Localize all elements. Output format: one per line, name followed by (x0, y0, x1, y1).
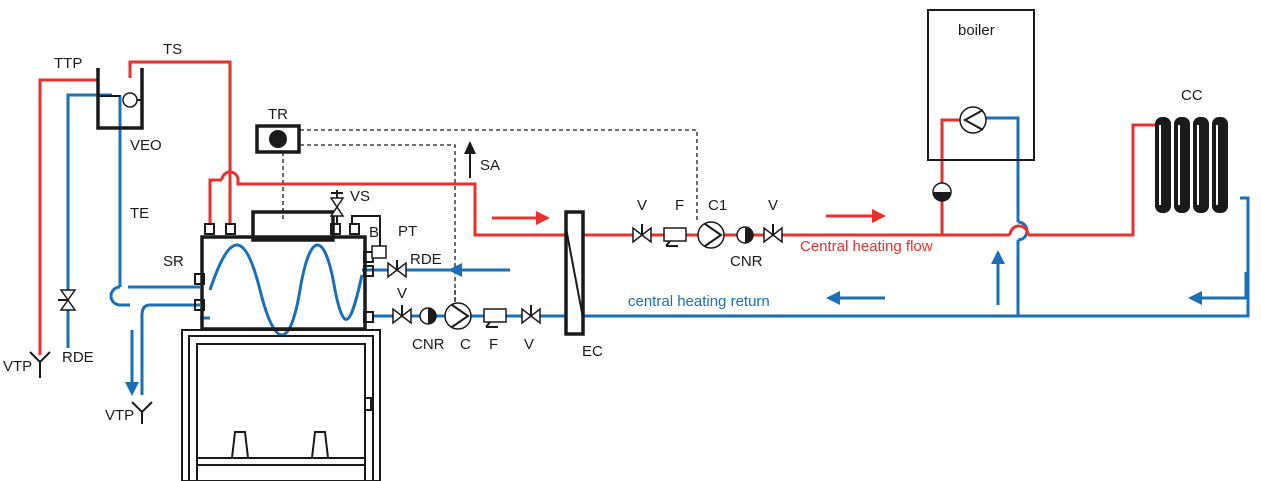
radiator-cc (1155, 117, 1228, 213)
upper-circuit-components (632, 221, 783, 249)
label-rde-right: RDE (410, 251, 442, 268)
label-v-lower: V (397, 285, 407, 302)
label-cnr-upper: CNR (730, 253, 763, 270)
valve-rde-right (387, 260, 407, 279)
label-ttp: TTP (54, 55, 82, 72)
safety-valve-vs (329, 190, 387, 259)
label-vtp-left: VTP (3, 358, 32, 375)
label-sr: SR (163, 253, 184, 270)
label-veo: VEO (130, 137, 162, 154)
thermo-fireplace-tank (194, 210, 374, 331)
lower-circuit-components (392, 302, 541, 330)
label-cnr-lower: CNR (412, 336, 445, 353)
label-f-upper: F (675, 197, 684, 214)
valve-rde-left (58, 289, 77, 311)
return-pipes (66, 93, 1250, 395)
label-vtp-bottom: VTP (105, 407, 134, 424)
labels: TTP TS VEO TE TR SA VS B PT RDE SR V CNR… (3, 22, 1203, 424)
label-pt: PT (398, 223, 417, 240)
heat-exchanger-ec (564, 210, 585, 336)
label-c-lower: C (460, 336, 471, 353)
label-v-upper2: V (768, 197, 778, 214)
open-expansion-vessel (96, 68, 144, 130)
label-vs: VS (350, 188, 370, 205)
vtp-drain-bottom (131, 401, 153, 424)
label-central-heating-flow: Central heating flow (800, 238, 933, 255)
label-sa: SA (480, 157, 500, 174)
label-cc: CC (1181, 87, 1203, 104)
vtp-drain-left (29, 351, 51, 378)
label-central-heating-return: central heating return (628, 293, 770, 310)
label-tr: TR (268, 106, 288, 123)
label-c1: C1 (708, 197, 727, 214)
label-boiler: boiler (958, 22, 995, 39)
label-b: B (369, 224, 379, 241)
label-te: TE (130, 205, 149, 222)
flow-pipes (38, 60, 1155, 355)
label-ec: EC (582, 343, 603, 360)
label-rde-left: RDE (62, 349, 94, 366)
boiler (927, 9, 1035, 202)
fireplace (181, 329, 381, 481)
label-v-lower2: V (524, 336, 534, 353)
label-f-lower: F (489, 336, 498, 353)
label-ts: TS (163, 41, 182, 58)
label-v-upper: V (637, 197, 647, 214)
flow-arrows (125, 141, 1248, 396)
thermostat-tr (255, 124, 301, 154)
